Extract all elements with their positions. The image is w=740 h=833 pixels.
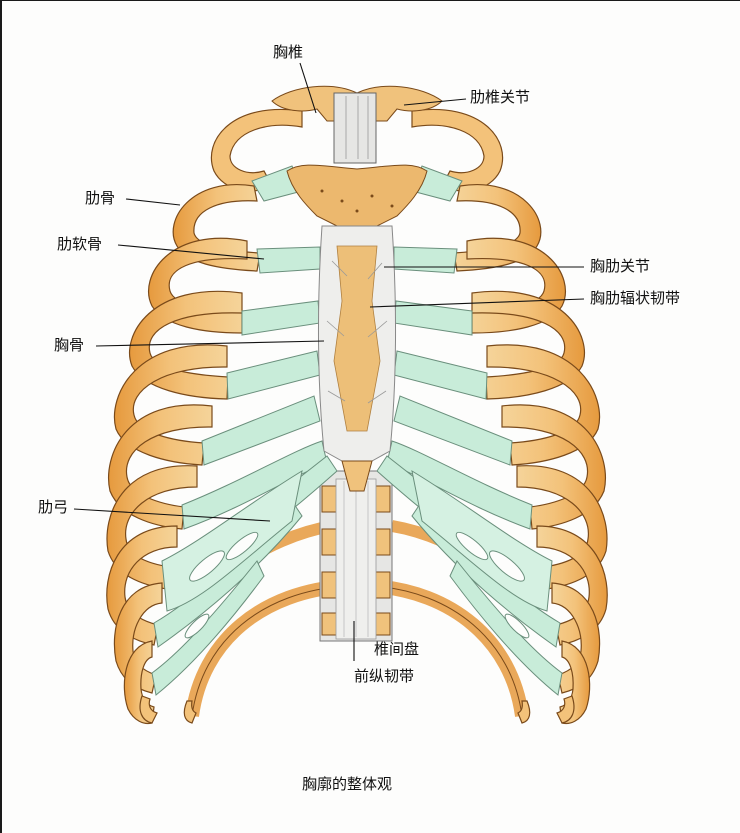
label-costovertebral-joint: 肋椎关节 [470,88,531,106]
top-thoracic-vertebra [271,85,443,164]
leader-costal-cartilage [117,244,265,260]
manubrium [286,164,428,227]
left-costal-cartilages [151,165,338,696]
leader-costovertebral-joint [403,98,467,106]
label-costal-arch: 肋弓 [38,498,69,516]
leader-thoracic-vertebra [299,62,317,114]
right-costal-cartilages [376,165,563,696]
leader-rib [125,198,181,206]
leader-lines [73,62,585,661]
figure-caption: 胸廓的整体观 [302,775,393,793]
leader-radiate-ligament [369,298,585,308]
label-intervertebral-disc: 椎间盘 [374,640,420,658]
label-anterior-longitudinal-ligament: 前纵韧带 [354,667,415,685]
label-rib: 肋骨 [85,189,116,207]
left-ribs [106,108,303,725]
label-radiate-sternocostal-ligament: 胸肋辐状韧带 [590,289,681,307]
label-sternum: 胸骨 [54,336,85,354]
vertebral-column [319,470,393,642]
leader-sternum [95,340,325,347]
label-sternocostal-joint: 胸肋关节 [590,257,651,275]
label-thoracic-vertebra: 胸椎 [273,43,304,61]
sternum-body [317,225,397,492]
leader-costal-arch [73,508,271,522]
label-costal-cartilage: 肋软骨 [57,235,103,253]
